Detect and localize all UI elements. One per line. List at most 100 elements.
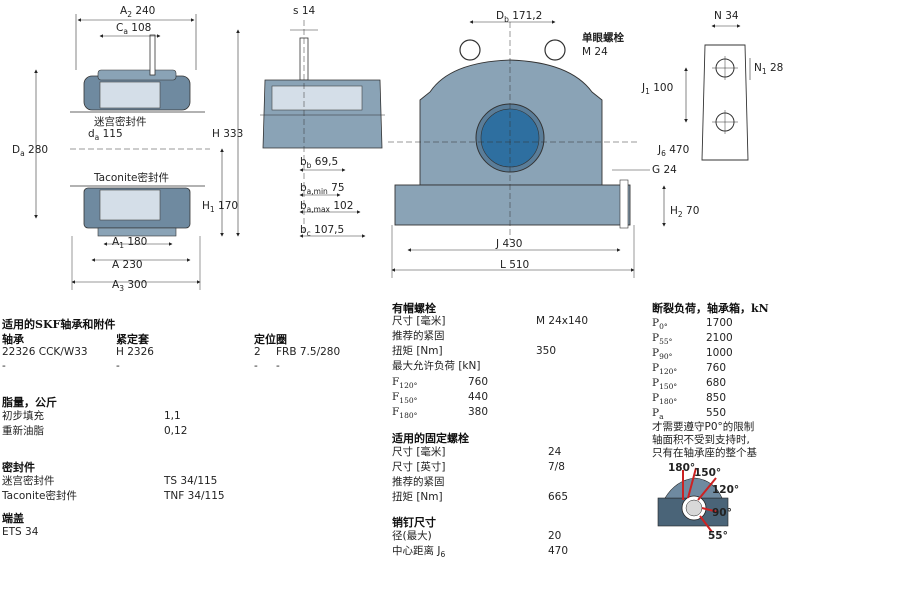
seal-value: TNF 34/115 xyxy=(164,490,225,502)
dowel-value: 20 xyxy=(548,530,562,542)
breaking-note: 只有在轴承座的整个基 xyxy=(652,447,757,459)
grease-value: 1,1 xyxy=(164,410,181,422)
grease-label: 初步填充 xyxy=(2,410,44,422)
dim-h2: H2 70 xyxy=(670,205,700,219)
dim-g: G 24 xyxy=(652,164,677,176)
breaking-value: 550 xyxy=(706,407,727,419)
table-row-ring: FRB 7.5/280 xyxy=(276,346,341,358)
dowel-label: 径(最大) xyxy=(392,530,432,542)
fixbolt-label: 尺寸 [英寸] xyxy=(392,461,446,473)
dim-ca: Ca 108 xyxy=(116,22,152,36)
capbolt-label: 扭矩 [Nm] xyxy=(392,345,443,357)
dowel-title: 销钉尺寸 xyxy=(392,516,436,529)
dim-s: s 14 xyxy=(293,5,316,17)
load-row: F150° xyxy=(392,391,418,405)
dim-l: L 510 xyxy=(500,259,530,271)
table-row-bearing: 22326 CCK/W33 xyxy=(2,346,88,358)
col-sleeve: 紧定套 xyxy=(116,333,149,346)
breaking-value: 850 xyxy=(706,392,727,404)
load-value: 380 xyxy=(468,406,489,418)
breaking-label: P0° xyxy=(652,317,668,331)
breaking-label: P180° xyxy=(652,392,678,406)
dim-n: N 34 xyxy=(714,10,739,22)
seal-label: Taconite密封件 xyxy=(2,490,77,502)
dim-da: Da 280 xyxy=(12,144,49,158)
table-row-sleeve: - xyxy=(116,360,120,372)
grease-label: 重新油脂 xyxy=(2,425,44,437)
seal-value: TS 34/115 xyxy=(164,475,218,487)
fixbolt-value: 24 xyxy=(548,446,562,458)
grease-value: 0,12 xyxy=(164,425,188,437)
endcover-value: ETS 34 xyxy=(2,526,39,538)
endcover-title: 端盖 xyxy=(2,512,24,525)
suitable-title: 适用的SKF轴承和附件 xyxy=(2,318,116,331)
bolt-detail-view xyxy=(684,24,751,161)
dim-a3: A3 300 xyxy=(112,279,148,293)
dim-db: Db 171,2 xyxy=(496,10,543,24)
dim-j: J 430 xyxy=(496,238,523,250)
breaking-label: P120° xyxy=(652,362,678,376)
breaking-title: 断裂负荷，轴承箱，kN xyxy=(652,302,769,315)
dim-h1: H1 170 xyxy=(202,200,239,214)
load-row: F120° xyxy=(392,376,418,390)
grease-title: 脂量，公斤 xyxy=(2,396,57,409)
dim-ba-min: ba,min 75 xyxy=(300,182,345,196)
fixbolt-label: 扭矩 [Nm] xyxy=(392,491,443,503)
load-row: F180° xyxy=(392,406,418,420)
dim-j6: J6 470 xyxy=(658,144,690,158)
technical-drawing xyxy=(34,14,751,290)
side-view xyxy=(260,20,385,238)
table-row-bearing: - xyxy=(2,360,6,372)
dowel-value: 470 xyxy=(548,545,569,557)
load-value: 760 xyxy=(468,376,489,388)
table-row-sleeve: H 2326 xyxy=(116,346,154,358)
capbolt-value: M 24x140 xyxy=(536,315,589,327)
label-eyebolt-size: M 24 xyxy=(582,46,608,58)
table-row-qty: 2 xyxy=(254,346,261,358)
dim-a1: A1 180 xyxy=(112,236,148,250)
table-row-qty: - xyxy=(254,360,258,372)
dowel-label: 中心距离 J6 xyxy=(392,545,446,559)
breaking-value: 2100 xyxy=(706,332,733,344)
col-ring: 定位圈 xyxy=(254,333,287,346)
angle-label: 90° xyxy=(712,507,732,519)
capbolt-label: 最大允许负荷 [kN] xyxy=(392,360,481,372)
load-value: 440 xyxy=(468,391,489,403)
breaking-note: 才需要遵守P0°的限制 xyxy=(652,421,755,433)
label-eyebolt: 单眼螺栓 xyxy=(582,32,624,44)
angle-label: 55° xyxy=(708,530,728,542)
fixbolts-title: 适用的固定螺栓 xyxy=(392,432,469,445)
angle-label: 150° xyxy=(694,467,722,479)
breaking-label: Pa xyxy=(652,407,664,421)
capbolt-label: 推荐的紧固 xyxy=(392,330,445,342)
table-row-ring: - xyxy=(276,360,280,372)
capbolt-value: 350 xyxy=(536,345,557,357)
angle-label: 180° xyxy=(668,462,696,474)
dim-j1: J1 100 xyxy=(642,82,674,96)
breaking-value: 1000 xyxy=(706,347,733,359)
front-view xyxy=(388,20,666,278)
fixbolt-value: 665 xyxy=(548,491,569,503)
dim-n1: N1 28 xyxy=(754,62,784,76)
section-view xyxy=(34,14,240,290)
dim-bc: bc 107,5 xyxy=(300,224,345,238)
dim-da-inner: da 115 xyxy=(88,128,123,142)
dim-ba-max: ba,max 102 xyxy=(300,200,354,214)
label-taconite-seal: Taconite密封件 xyxy=(94,172,169,184)
seal-label: 迷宫密封件 xyxy=(2,475,55,487)
fixbolt-value: 7/8 xyxy=(548,461,565,473)
breaking-label: P150° xyxy=(652,377,678,391)
breaking-label: P90° xyxy=(652,347,673,361)
capbolt-label: 尺寸 [毫米] xyxy=(392,315,446,327)
seals-title: 密封件 xyxy=(2,461,35,474)
breaking-value: 680 xyxy=(706,377,727,389)
dim-a: A 230 xyxy=(112,259,143,271)
breaking-note: 轴面积不受到支持时, xyxy=(652,434,750,446)
capbolts-title: 有帽螺栓 xyxy=(392,302,436,315)
dim-bb: bb 69,5 xyxy=(300,156,339,170)
dim-h: H 333 xyxy=(212,128,244,140)
fixbolt-label: 尺寸 [毫米] xyxy=(392,446,446,458)
fixbolt-label: 推荐的紧固 xyxy=(392,476,445,488)
col-bearing: 轴承 xyxy=(2,333,24,346)
breaking-value: 760 xyxy=(706,362,727,374)
